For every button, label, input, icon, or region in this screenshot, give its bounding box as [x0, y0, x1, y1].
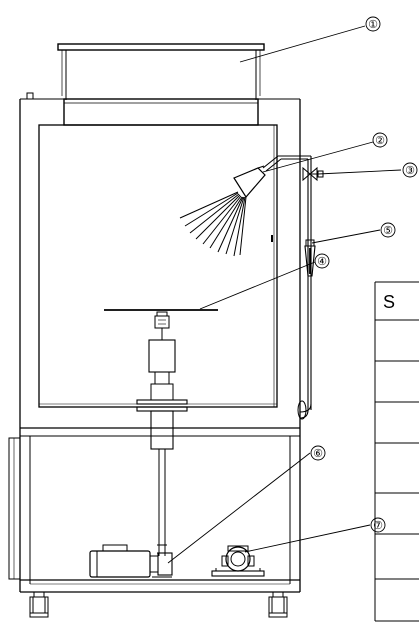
callout-7: ⑦: [373, 520, 383, 532]
table-header-text: S: [383, 292, 395, 312]
cabinet: [8, 92, 301, 593]
top-tank: [57, 43, 265, 126]
caster-right: [268, 591, 288, 618]
piping: [278, 155, 312, 420]
callout-circle-5: [380, 222, 396, 238]
caster-left: [29, 591, 49, 618]
leader-lines: [167, 25, 402, 564]
spray-nozzle: [179, 155, 282, 257]
callout-2: ②: [375, 135, 385, 147]
callout-4: ④: [317, 256, 327, 268]
callout-circle-2: [372, 132, 388, 148]
callout-1: ①: [368, 19, 378, 31]
callout-circle-1: [365, 16, 381, 32]
turntable: [104, 309, 218, 556]
flow-meter: [304, 239, 316, 277]
callout-circle-3: [402, 162, 418, 178]
motor: [89, 544, 173, 578]
callout-circle-6: [310, 445, 326, 461]
parts-table: [374, 281, 419, 622]
callout-3: ③: [405, 165, 415, 177]
callout-circle-4: [314, 253, 330, 269]
callouts: ① ② ③ ④ ⑤ ⑥ ⑦: [310, 16, 418, 533]
callout-6: ⑥: [313, 448, 323, 460]
callout-circle-7: [370, 517, 386, 533]
pump: [211, 545, 265, 577]
callout-5: ⑤: [383, 225, 393, 237]
